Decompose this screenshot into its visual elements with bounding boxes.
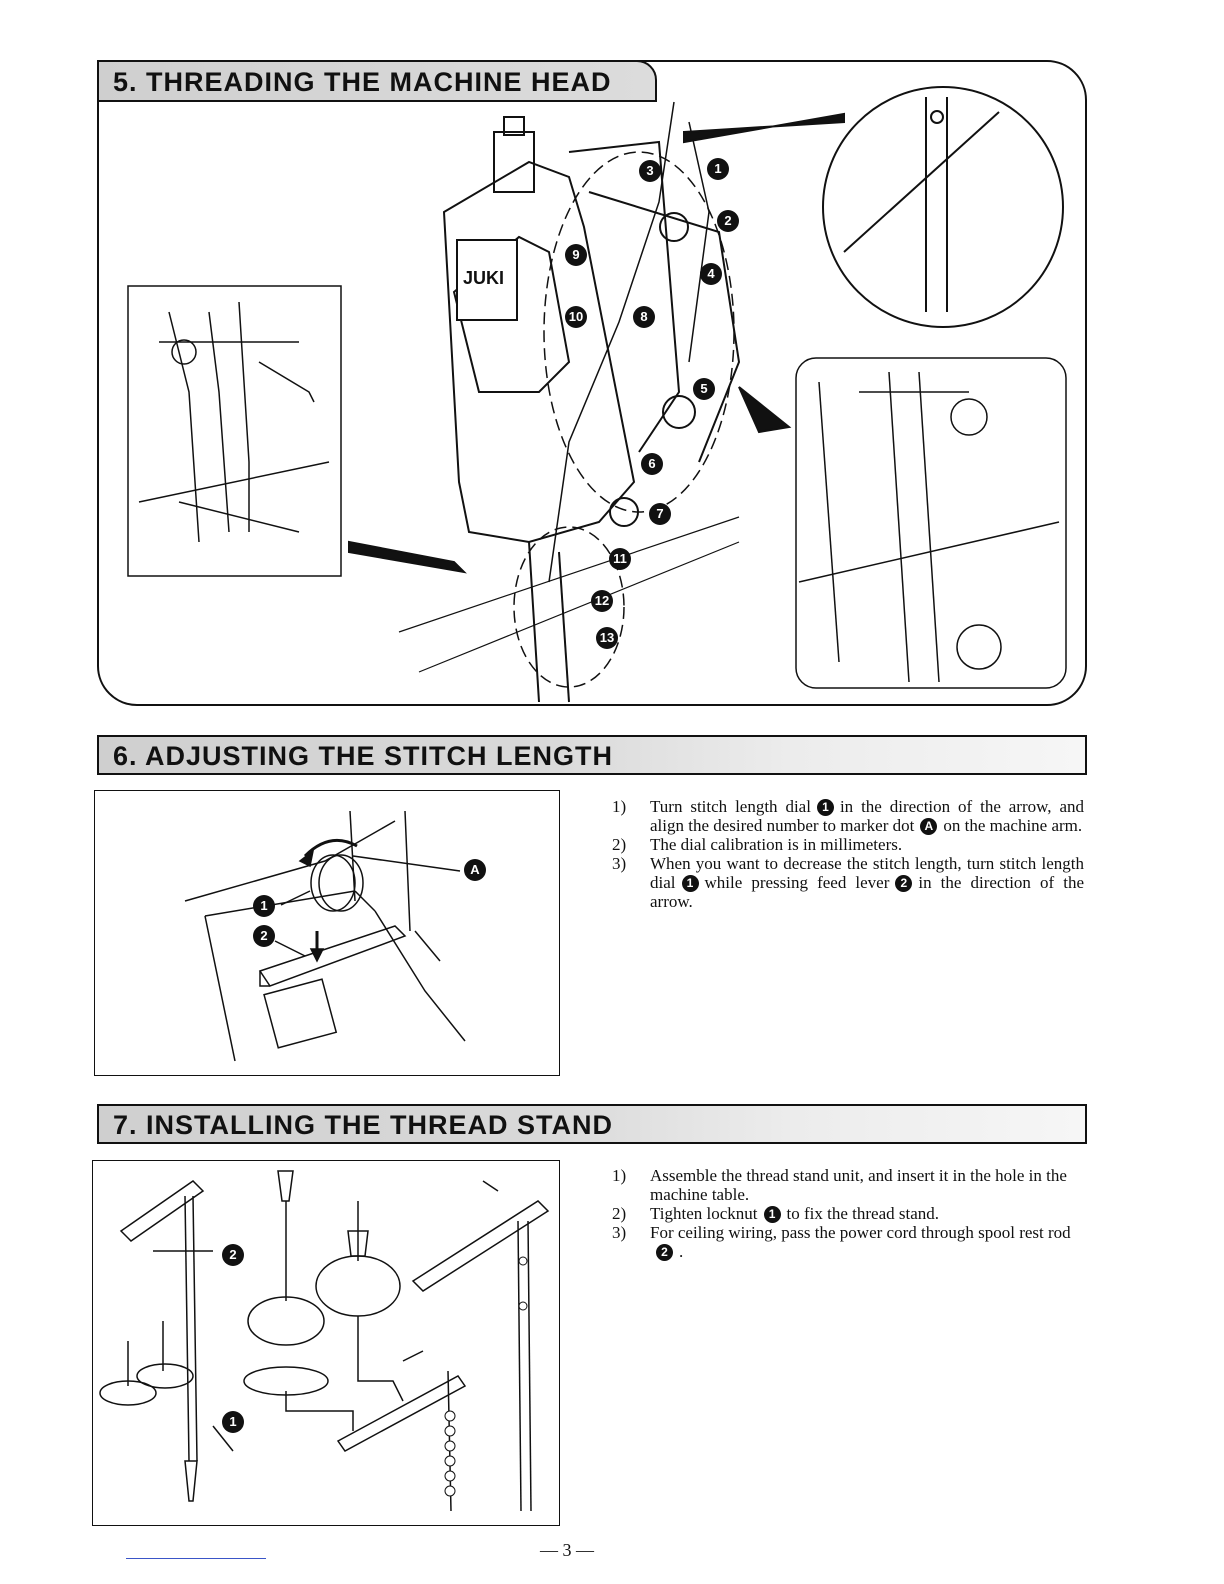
s7-step-1: 1) Assemble the thread stand unit, and i… <box>612 1166 1067 1204</box>
face-plate <box>452 235 571 393</box>
badge-feed-lever: 2 <box>895 875 913 892</box>
callout-10: 10 <box>565 306 587 328</box>
callout-spool-rest-rod: 2 <box>222 1244 244 1266</box>
callout-11: 11 <box>609 548 631 570</box>
section-5-title: 5. THREADING THE MACHINE HEAD <box>113 67 612 97</box>
callout-7: 7 <box>649 503 671 525</box>
section-7-instructions: 1) Assemble the thread stand unit, and i… <box>612 1166 1084 1261</box>
threading-illustration: JUKI <box>127 86 1067 703</box>
page-number: — 3 — <box>540 1540 594 1560</box>
badge-dial: 1 <box>681 875 699 892</box>
s6-step-2: 2) The dial calibration is in millimeter… <box>612 835 903 854</box>
section-7-header: 7. INSTALLING THE THREAD STAND <box>97 1104 1087 1144</box>
callout-dial-1: 1 <box>253 895 275 917</box>
badge-marker-dot: A <box>920 818 938 835</box>
section-6-header: 6. ADJUSTING THE STITCH LENGTH <box>97 735 1087 775</box>
s7-step-3: 3) For ceiling wiring, pass the power co… <box>612 1223 1071 1261</box>
thread-stand-figure: 2 1 <box>92 1160 560 1526</box>
top-knob <box>493 131 535 193</box>
badge-dial: 1 <box>816 799 834 816</box>
callout-3: 3 <box>639 160 661 182</box>
callout-12: 12 <box>591 590 613 612</box>
callout-1: 1 <box>707 158 729 180</box>
callout-2: 2 <box>717 210 739 232</box>
stitch-length-figure: A 1 2 <box>94 790 560 1076</box>
callout-13: 13 <box>596 627 618 649</box>
callout-4: 4 <box>700 263 722 285</box>
section-5-header: 5. THREADING THE MACHINE HEAD <box>97 60 657 102</box>
callout-A: A <box>464 859 486 881</box>
callout-locknut: 1 <box>222 1411 244 1433</box>
callout-6: 6 <box>641 453 663 475</box>
callout-5: 5 <box>693 378 715 400</box>
badge-spool-rest-rod: 2 <box>656 1244 673 1261</box>
section-6-title: 6. ADJUSTING THE STITCH LENGTH <box>113 741 614 771</box>
callout-lever-2: 2 <box>253 925 275 947</box>
callout-8: 8 <box>633 306 655 328</box>
section-7-title: 7. INSTALLING THE THREAD STAND <box>113 1110 613 1140</box>
machine-head-body <box>442 160 636 544</box>
badge-locknut: 1 <box>763 1206 781 1223</box>
callout-9: 9 <box>565 244 587 266</box>
footer-rule <box>126 1558 266 1559</box>
s6-step-3: 3) When you want to decrease the stitch … <box>612 854 1084 911</box>
juki-logo: JUKI <box>463 268 504 288</box>
